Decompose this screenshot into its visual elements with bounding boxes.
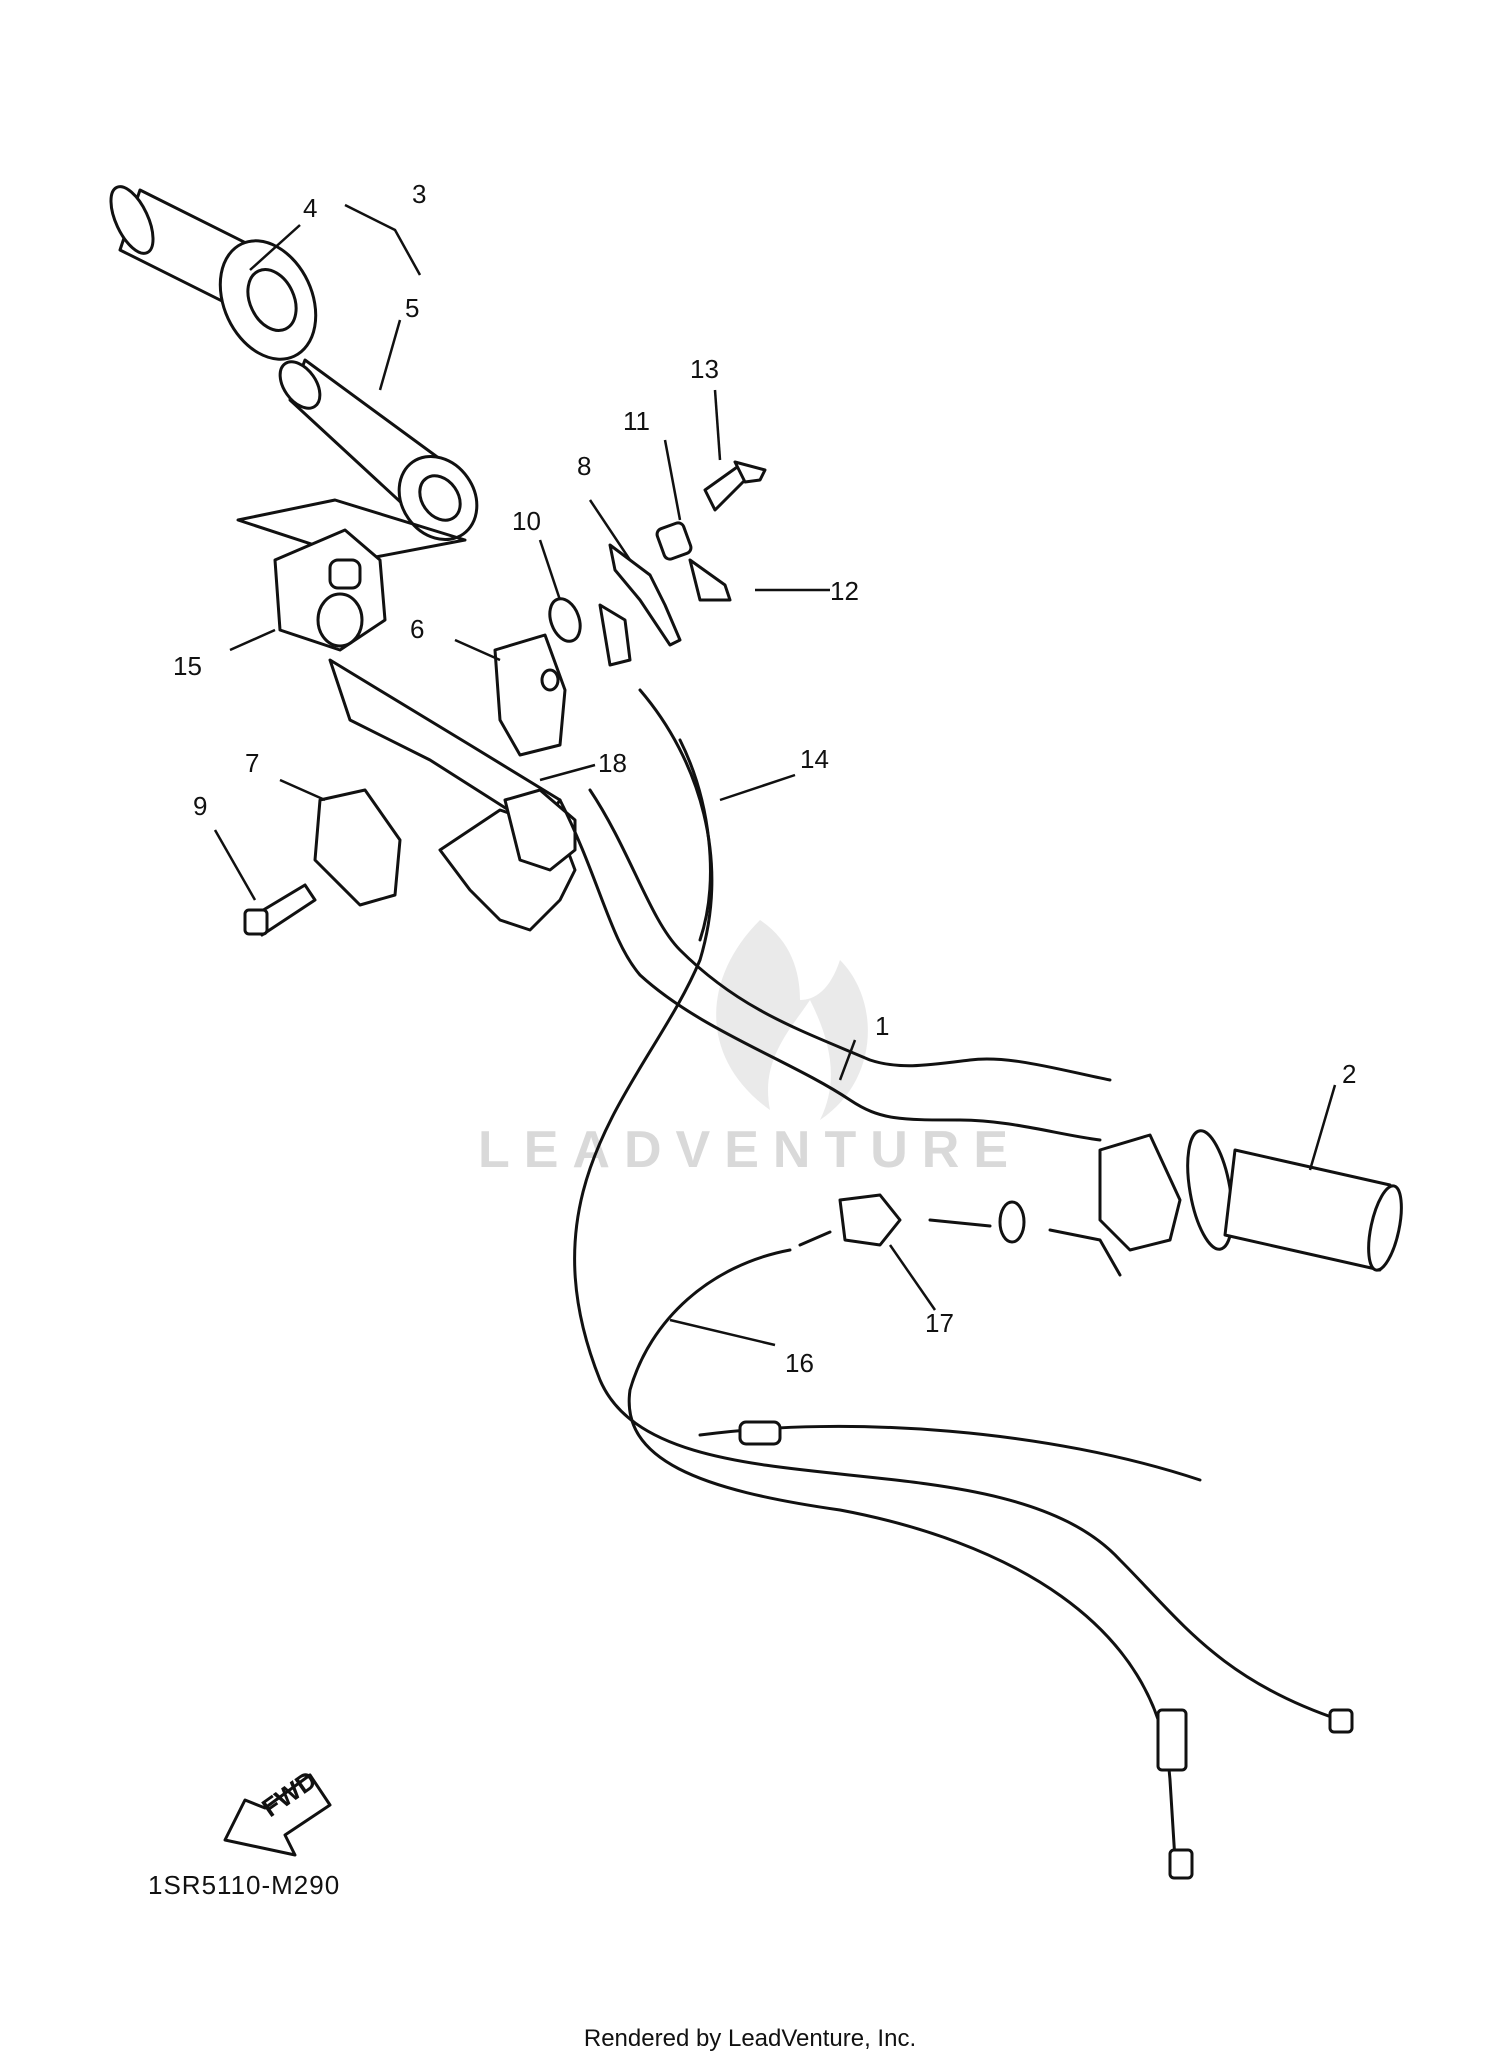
callout-3: 3: [412, 179, 426, 209]
throttle-housing-part: [236, 498, 467, 652]
clutch-cable-part: [627, 1248, 1354, 1880]
callout-5: 5: [405, 293, 419, 323]
callout-17: 17: [925, 1308, 954, 1338]
throttle-cable-part: [573, 688, 1342, 1722]
callout-6: 6: [410, 614, 424, 644]
callout-18: 18: [598, 748, 627, 778]
upper-clamp-part: [493, 633, 567, 757]
callout-7: 7: [245, 748, 259, 778]
callout-11: 11: [623, 406, 650, 436]
callout-9: 9: [193, 791, 207, 821]
small-parts-group: [548, 460, 767, 667]
right-grip-part: [1186, 1129, 1403, 1272]
callout-13: 13: [690, 354, 719, 384]
callout-15: 15: [173, 651, 202, 681]
callout-12: 12: [830, 576, 859, 606]
callout-8: 8: [577, 451, 591, 481]
callout-2: 2: [1342, 1059, 1356, 1089]
callout-4: 4: [303, 193, 317, 223]
forward-arrow-icon: FWD: [223, 1764, 332, 1857]
callout-1: 1: [875, 1011, 889, 1041]
bolt-part: [243, 883, 317, 937]
leadventure-watermark: LEADVENTURE: [477, 1121, 1023, 1179]
callout-14: 14: [800, 744, 829, 774]
callout-labels: 1 2 3 4 5 6 7 8 9 10 11 12 13 14 15 16 1…: [173, 179, 1356, 1378]
throttle-tube-part: [278, 358, 479, 542]
left-grip-part: [109, 185, 318, 361]
callout-10: 10: [512, 506, 541, 536]
lower-clamp-part: [313, 788, 402, 907]
footer-credit: Rendered by LeadVenture, Inc.: [583, 2025, 917, 2052]
watermark-logo: [716, 920, 868, 1120]
callout-16: 16: [785, 1348, 814, 1378]
lever-bracket-part: [328, 658, 577, 932]
leader-lines: [213, 203, 1337, 1347]
handlebar-part: [558, 788, 1112, 1142]
diagram-code: 1SR5110-M290: [148, 1870, 341, 1900]
right-housing-part: [798, 1133, 1182, 1277]
